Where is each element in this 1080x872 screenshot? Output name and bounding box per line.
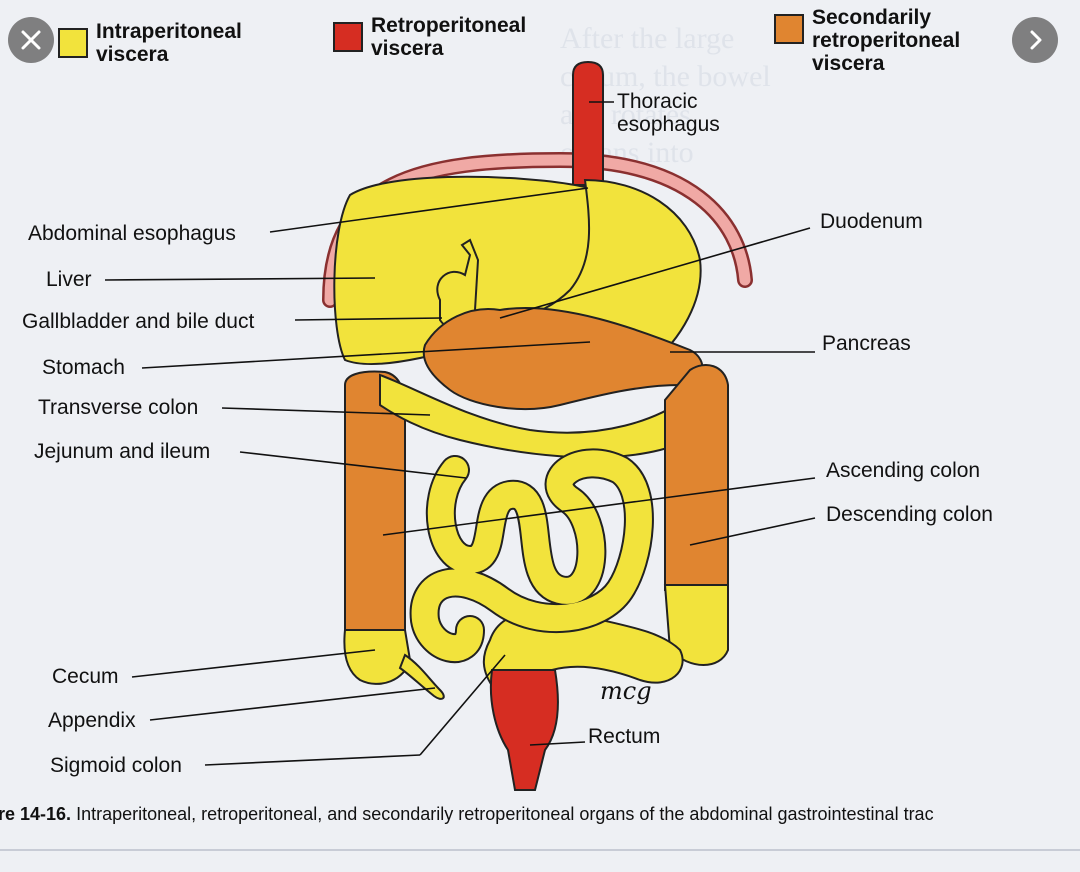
legend-label: Retroperitoneal viscera: [371, 14, 527, 60]
rectum: [489, 669, 559, 791]
label-sigmoid-colon: Sigmoid colon: [50, 754, 182, 777]
label-pancreas: Pancreas: [822, 332, 911, 355]
figure-caption: re 14-16. Intraperitoneal, retroperitone…: [0, 804, 934, 825]
cecum: [343, 629, 412, 685]
artist-signature: mcg: [600, 677, 652, 705]
label-transverse-colon: Transverse colon: [38, 396, 199, 419]
descending-colon: [664, 364, 729, 591]
label-ascending-colon: Ascending colon: [826, 459, 981, 482]
label-duodenum: Duodenum: [820, 210, 923, 233]
thoracic-esophagus: [572, 60, 604, 186]
legend-label: Intraperitoneal viscera: [96, 20, 242, 66]
label-gallbladder: Gallbladder and bile duct: [22, 310, 255, 333]
legend-label: Secondarily retroperitoneal viscera: [812, 6, 961, 75]
label-jejunum-ileum: Jejunum and ileum: [34, 440, 211, 463]
close-button[interactable]: [8, 17, 54, 63]
label-abdominal-esophagus: Abdominal esophagus: [28, 222, 236, 245]
label-liver: Liver: [46, 268, 92, 291]
label-thoracic-esophagus: Thoracic esophagus: [617, 90, 720, 136]
leader-lines: [104, 101, 816, 766]
legend-intraperitoneal: Intraperitoneal viscera: [58, 20, 242, 66]
caption-text: Intraperitoneal, retroperitoneal, and se…: [71, 804, 934, 824]
label-appendix: Appendix: [48, 709, 136, 732]
figure-number: re 14-16.: [0, 804, 72, 824]
label-descending-colon: Descending colon: [826, 503, 993, 526]
appendix: [398, 653, 445, 700]
label-cecum: Cecum: [52, 665, 119, 688]
label-stomach: Stomach: [42, 356, 125, 379]
next-button[interactable]: [1012, 17, 1058, 63]
legend-retroperitoneal: Retroperitoneal viscera: [333, 14, 526, 60]
chevron-right-icon: [1030, 30, 1042, 50]
legend-secondarily-retroperitoneal: Secondarily retroperitoneal viscera: [774, 6, 960, 75]
close-icon: [21, 30, 41, 50]
label-rectum: Rectum: [588, 725, 661, 748]
legend-swatch-orange: [774, 14, 804, 44]
legend-swatch-red: [333, 22, 363, 52]
legend-swatch-yellow: [58, 28, 88, 58]
